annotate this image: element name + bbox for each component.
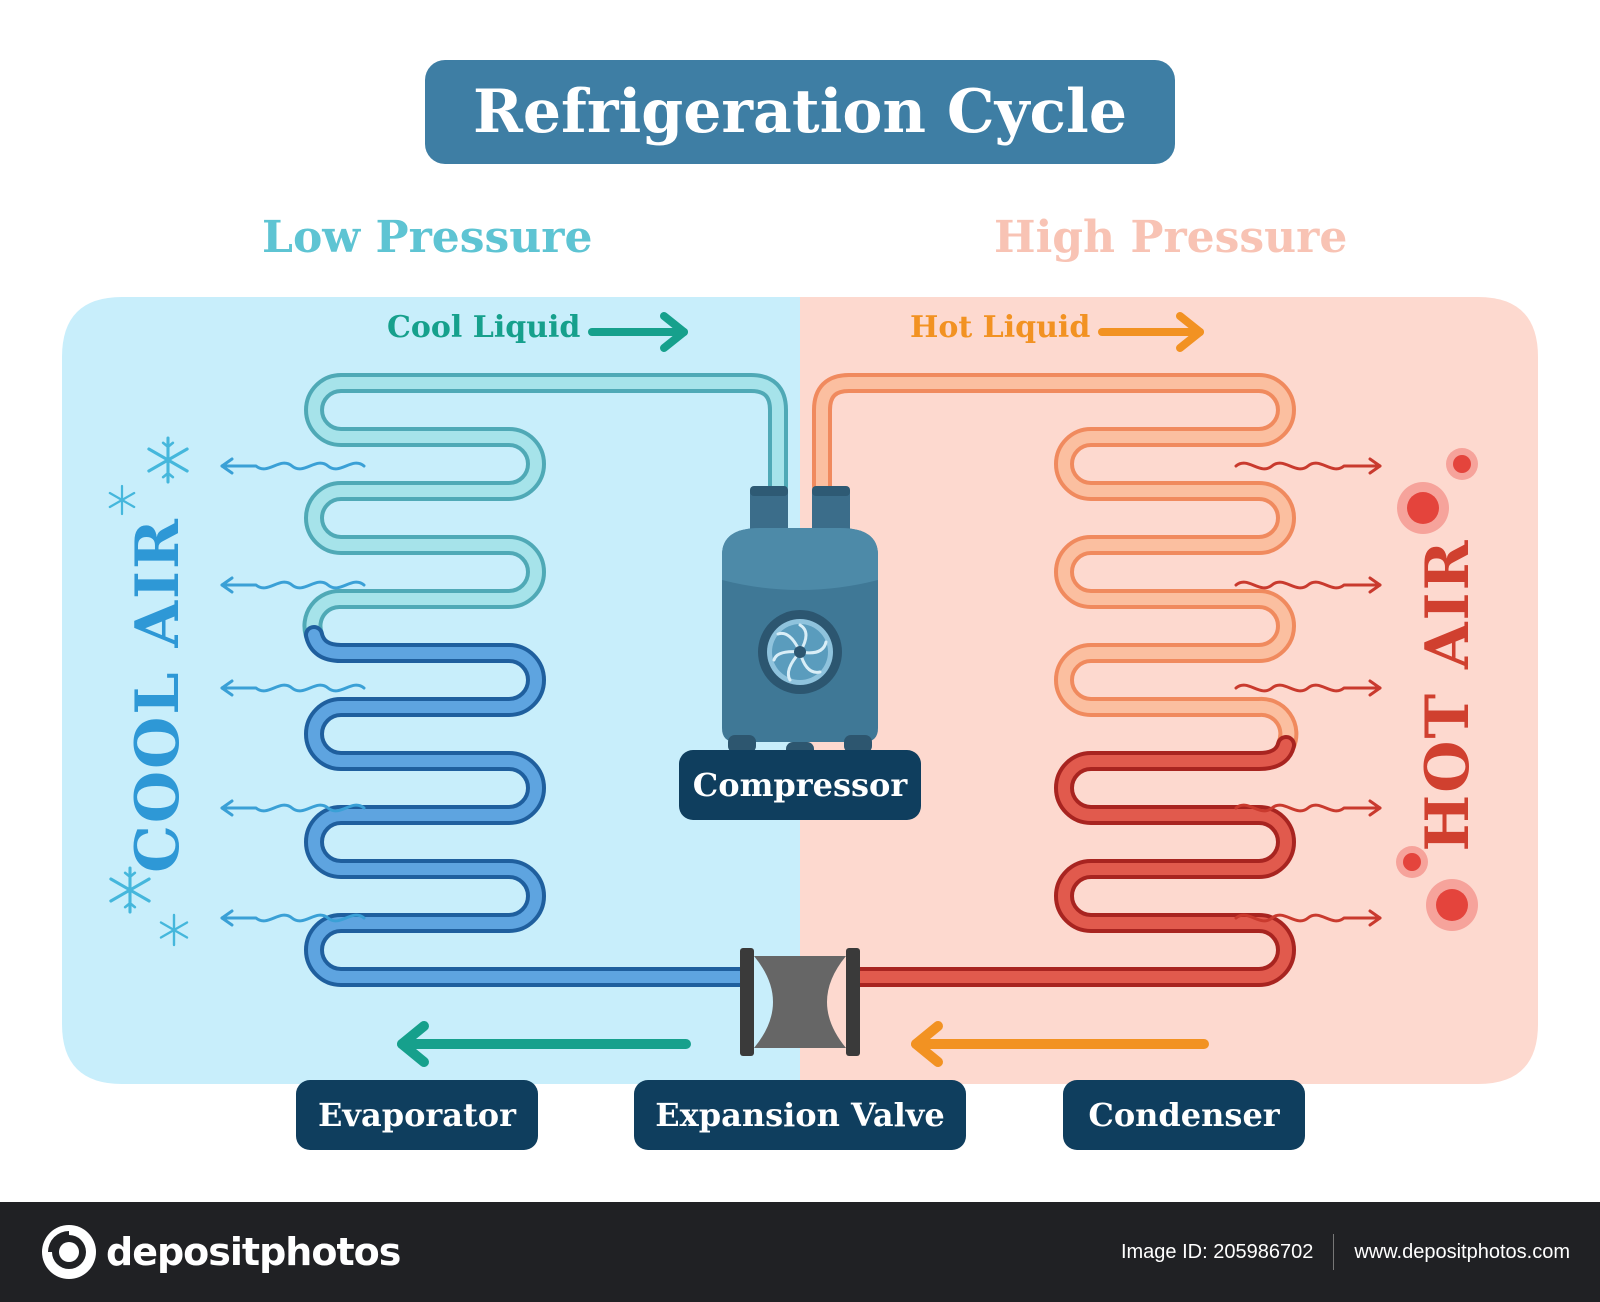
hot-air-label: HOT AIR (1413, 538, 1483, 852)
hot-air-waves (1234, 457, 1382, 927)
cool-liquid-arrow (588, 312, 688, 352)
evaporator-return-arrow (397, 1021, 691, 1067)
hot-air-wave-5 (1234, 909, 1382, 927)
snowflake-icons (108, 436, 189, 947)
hot-air-wave-4 (1234, 799, 1382, 817)
cool-air-wave-1 (220, 457, 366, 475)
footer-meta: Image ID: 205986702 www.depositphotos.co… (1121, 1202, 1570, 1302)
cool-air-waves (220, 457, 366, 927)
cool-air-wave-4 (220, 799, 366, 817)
evaporator-coil-light (302, 373, 788, 645)
evaporator-coil-dark (304, 625, 750, 987)
footer-bar: depositphotos Image ID: 205986702 www.de… (0, 1202, 1600, 1302)
heat-dot-icons (1396, 448, 1478, 931)
site-link[interactable]: www.depositphotos.com (1354, 1240, 1570, 1263)
snowflake-icon (159, 913, 189, 947)
hot-liquid-arrow (1098, 312, 1204, 352)
hot-air-wave-1 (1234, 457, 1382, 475)
cool-air-label: COOL AIR (123, 517, 193, 873)
heat-dot-icon (1446, 448, 1478, 480)
cool-air-wave-5 (220, 909, 366, 927)
heat-dot-icon (1426, 879, 1478, 931)
brand-name: depositphotos (106, 1230, 401, 1274)
low-pressure-panel (62, 297, 800, 1084)
compressor-icon (722, 486, 878, 760)
expansion-valve-icon (740, 948, 860, 1056)
cycle-diagram (62, 297, 1538, 1084)
hot-air-wave-3 (1234, 679, 1382, 697)
snowflake-icon (109, 866, 151, 914)
hot-air-wave-2 (1234, 576, 1382, 594)
camera-icon (42, 1225, 96, 1279)
image-id: Image ID: 205986702 (1120, 1240, 1314, 1263)
page-title: Refrigeration Cycle (425, 60, 1175, 164)
heat-dot-icon (1397, 482, 1449, 534)
low-pressure-heading: Low Pressure (262, 212, 593, 263)
compressor-label: Compressor (679, 750, 921, 820)
snowflake-icon (147, 436, 189, 484)
hot-liquid-label: Hot Liquid (910, 310, 1091, 345)
condenser-coil-dark (850, 735, 1296, 987)
snowflake-icon (108, 484, 136, 516)
cool-air-wave-2 (220, 576, 366, 594)
cool-liquid-label: Cool Liquid (387, 310, 581, 345)
heat-dot-icon (1396, 846, 1428, 878)
footer-divider (1333, 1234, 1335, 1270)
brand-logo: depositphotos (40, 1222, 401, 1282)
evaporator-label: Evaporator (296, 1080, 538, 1150)
cool-air-wave-3 (220, 679, 366, 697)
condenser-label: Condenser (1063, 1080, 1305, 1150)
high-pressure-panel (800, 297, 1538, 1084)
condenser-coil-light (812, 373, 1299, 755)
condenser-return-arrow (911, 1021, 1209, 1067)
expansion-valve-label: Expansion Valve (634, 1080, 966, 1150)
high-pressure-heading: High Pressure (994, 212, 1348, 263)
